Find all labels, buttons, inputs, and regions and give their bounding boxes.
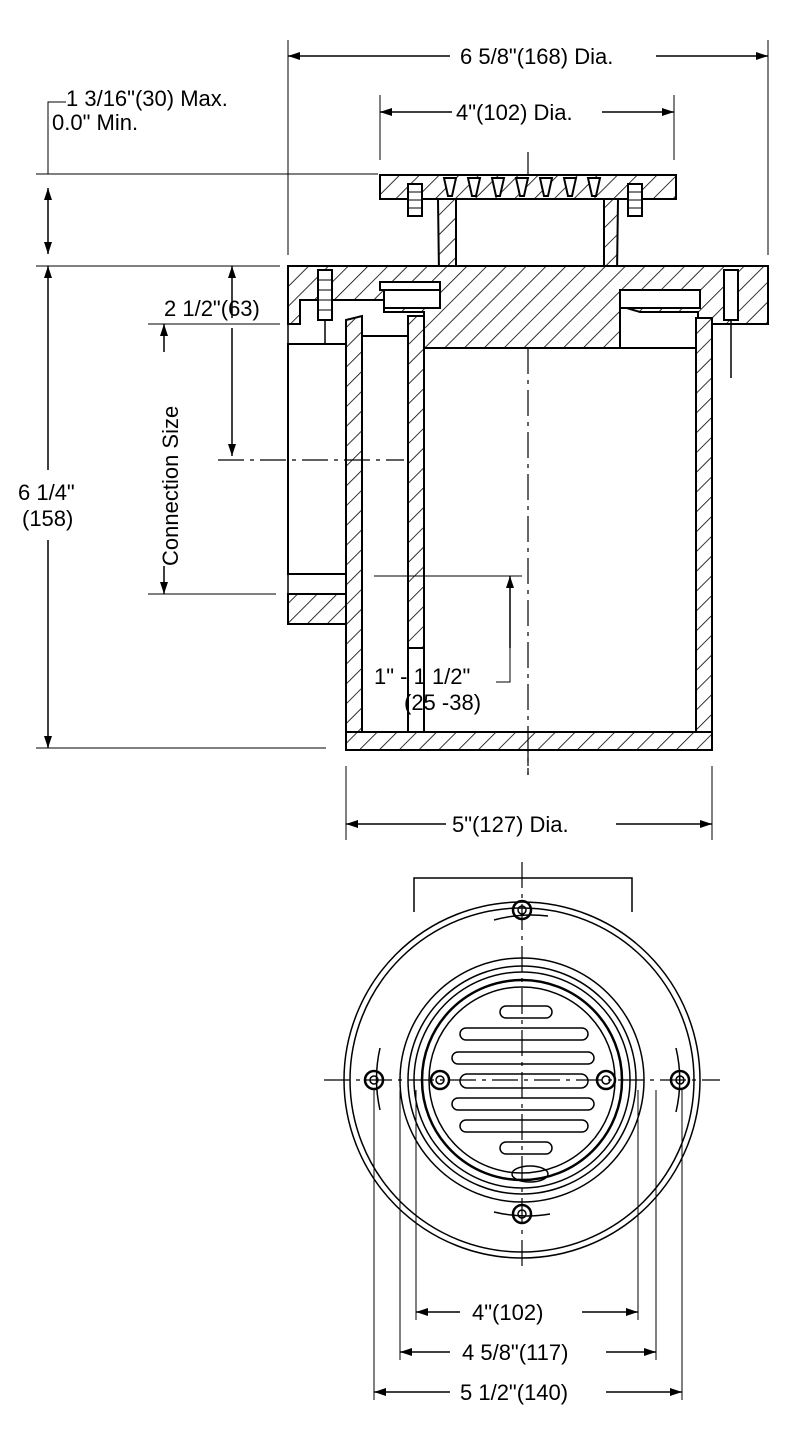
dim-top-overall: 6 5/8"(168) Dia. (460, 44, 613, 69)
plan-strainer (420, 978, 624, 1182)
plan-screws (363, 899, 691, 1225)
dim-gap-mm: (25 -38) (404, 690, 481, 715)
dim-height-mm: (158) (22, 506, 73, 531)
dim-body-dia: 5"(127) Dia. (452, 812, 569, 837)
dim-adjust-min: 0.0" Min. (52, 110, 138, 135)
body-walls (287, 314, 713, 775)
dim-connection-size: Connection Size (158, 406, 183, 566)
dim-top-strainer: 4"(102) Dia. (456, 100, 573, 125)
body-flange (287, 265, 769, 378)
dim-height-in: 6 1/4" (18, 480, 75, 505)
dim-plan-bolt-circle: 4 5/8"(117) (462, 1340, 568, 1365)
dim-plan-flange-bolt: 5 1/2"(140) (460, 1380, 568, 1405)
dim-adjust-max: 1 3/16"(30) Max. (66, 86, 228, 111)
dim-gap-in: 1" - 1 1/2" (374, 664, 470, 689)
dim-outlet-offset: 2 1/2"(63) (164, 296, 260, 321)
dim-plan-strainer: 4"(102) (472, 1300, 543, 1325)
plan-view: 4"(102) 4 5/8"(117) 5 1/2"(140) (324, 862, 720, 1405)
strainer-slots (451, 1005, 595, 1183)
section-view: 6 5/8"(168) Dia. 4"(102) Dia. 1 3/16"(30… (18, 40, 769, 840)
